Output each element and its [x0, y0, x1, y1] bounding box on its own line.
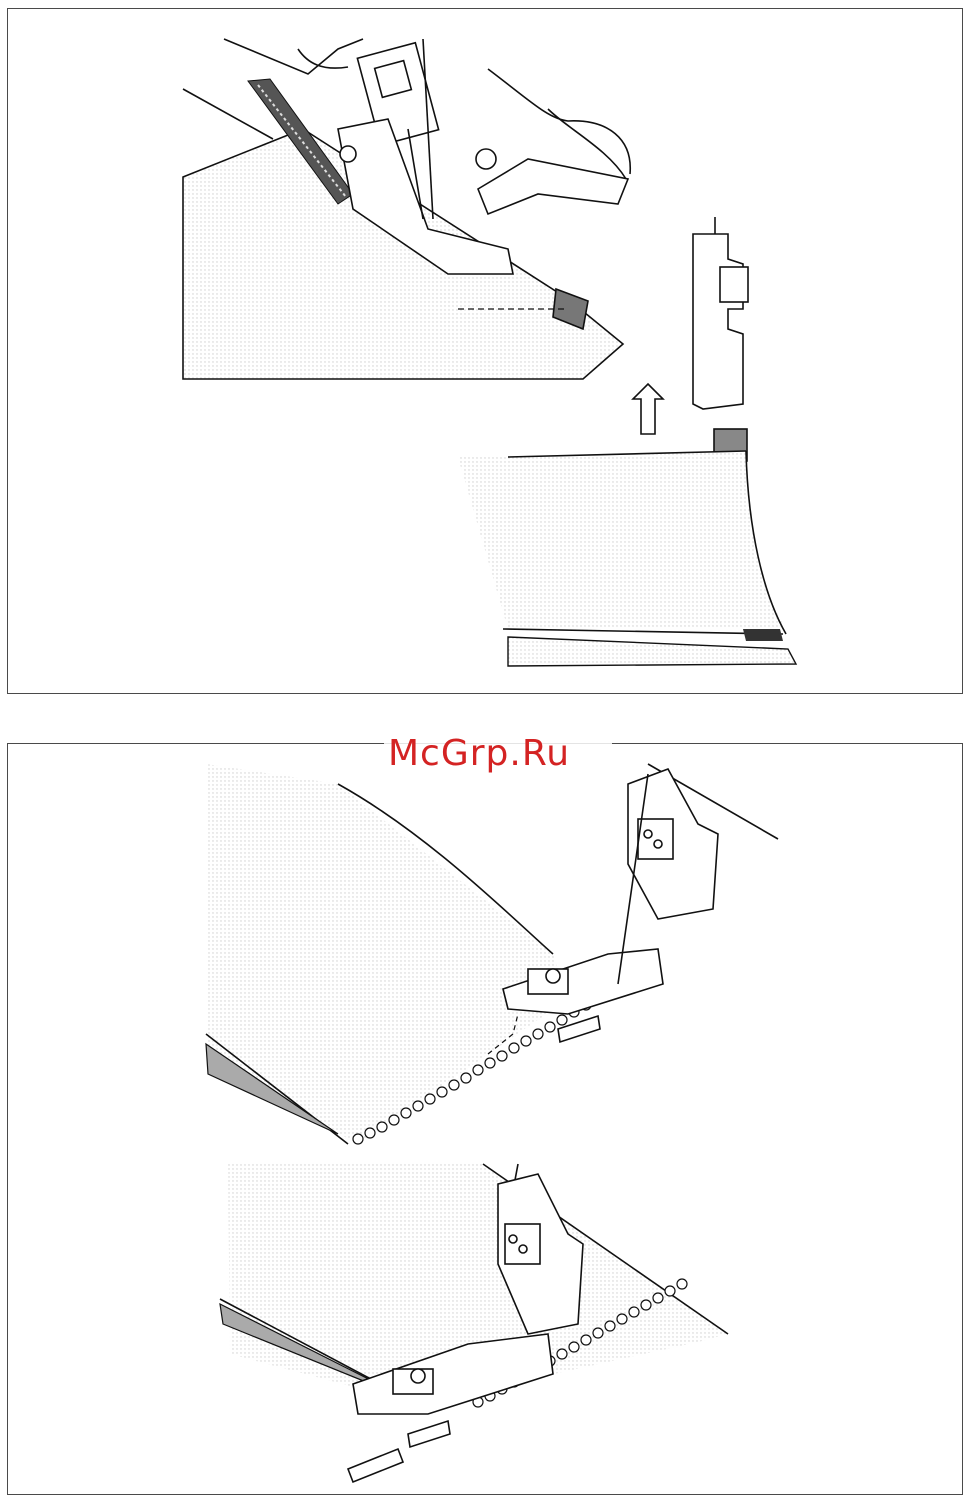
- watermark-text: McGrp.Ru: [384, 733, 612, 774]
- illustration-panel-bottom: [7, 743, 963, 1495]
- presser-foot-side-view: [693, 217, 748, 461]
- sewing-machine-foot-illustration: [8, 9, 964, 695]
- fabric-upper: [206, 764, 568, 1144]
- beaded-edge-illustration: [8, 744, 964, 1496]
- fabric-folded: [458, 451, 796, 666]
- presser-foot-upper: [503, 764, 778, 1042]
- up-arrow-icon: [633, 384, 663, 434]
- illustration-panel-top: [7, 8, 963, 694]
